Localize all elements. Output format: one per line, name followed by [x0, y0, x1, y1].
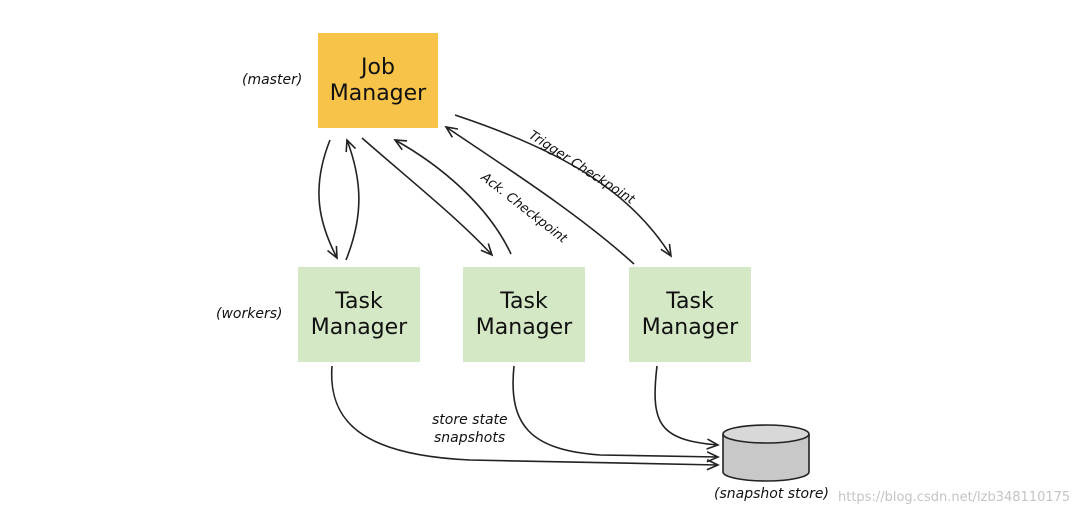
task-manager-3-line1: Task	[666, 288, 714, 314]
arrow-trigger-checkpoint	[454, 114, 673, 258]
task-manager-2-line2: Manager	[475, 314, 573, 340]
arrow-tm1-to-store	[330, 365, 720, 471]
task-manager-1-line1: Task	[335, 288, 383, 314]
task-manager-box-3: Task Manager	[629, 267, 751, 362]
watermark-text: https://blog.csdn.net/lzb348110175	[838, 490, 1071, 505]
arrow-ack-checkpoint	[444, 125, 635, 265]
snapshot-store-label: (snapshot store)	[714, 486, 829, 502]
workers-label: (workers)	[216, 306, 283, 322]
task-manager-box-1: Task Manager	[298, 267, 420, 362]
job-manager-box: Job Manager	[318, 33, 438, 128]
arrow-jm-to-tm1	[318, 139, 338, 260]
snapshot-store-cylinder	[722, 424, 810, 482]
arrow-jm-to-tm2	[361, 137, 494, 257]
task-manager-3-line2: Manager	[641, 314, 739, 340]
master-label: (master)	[242, 72, 303, 88]
task-manager-2-line1: Task	[500, 288, 548, 314]
arrow-tm2-to-store	[512, 365, 720, 463]
arrow-tm2-to-jm	[393, 139, 512, 255]
arrow-tm3-to-store	[654, 365, 720, 450]
job-manager-line2: Manager	[329, 80, 427, 106]
arrow-tm1-to-jm	[345, 138, 360, 261]
job-manager-line1: Job	[361, 54, 395, 80]
store-state-label-line1: store state	[432, 412, 508, 428]
task-manager-1-line2: Manager	[310, 314, 408, 340]
task-manager-box-2: Task Manager	[463, 267, 585, 362]
store-state-label-line2: snapshots	[434, 430, 506, 446]
